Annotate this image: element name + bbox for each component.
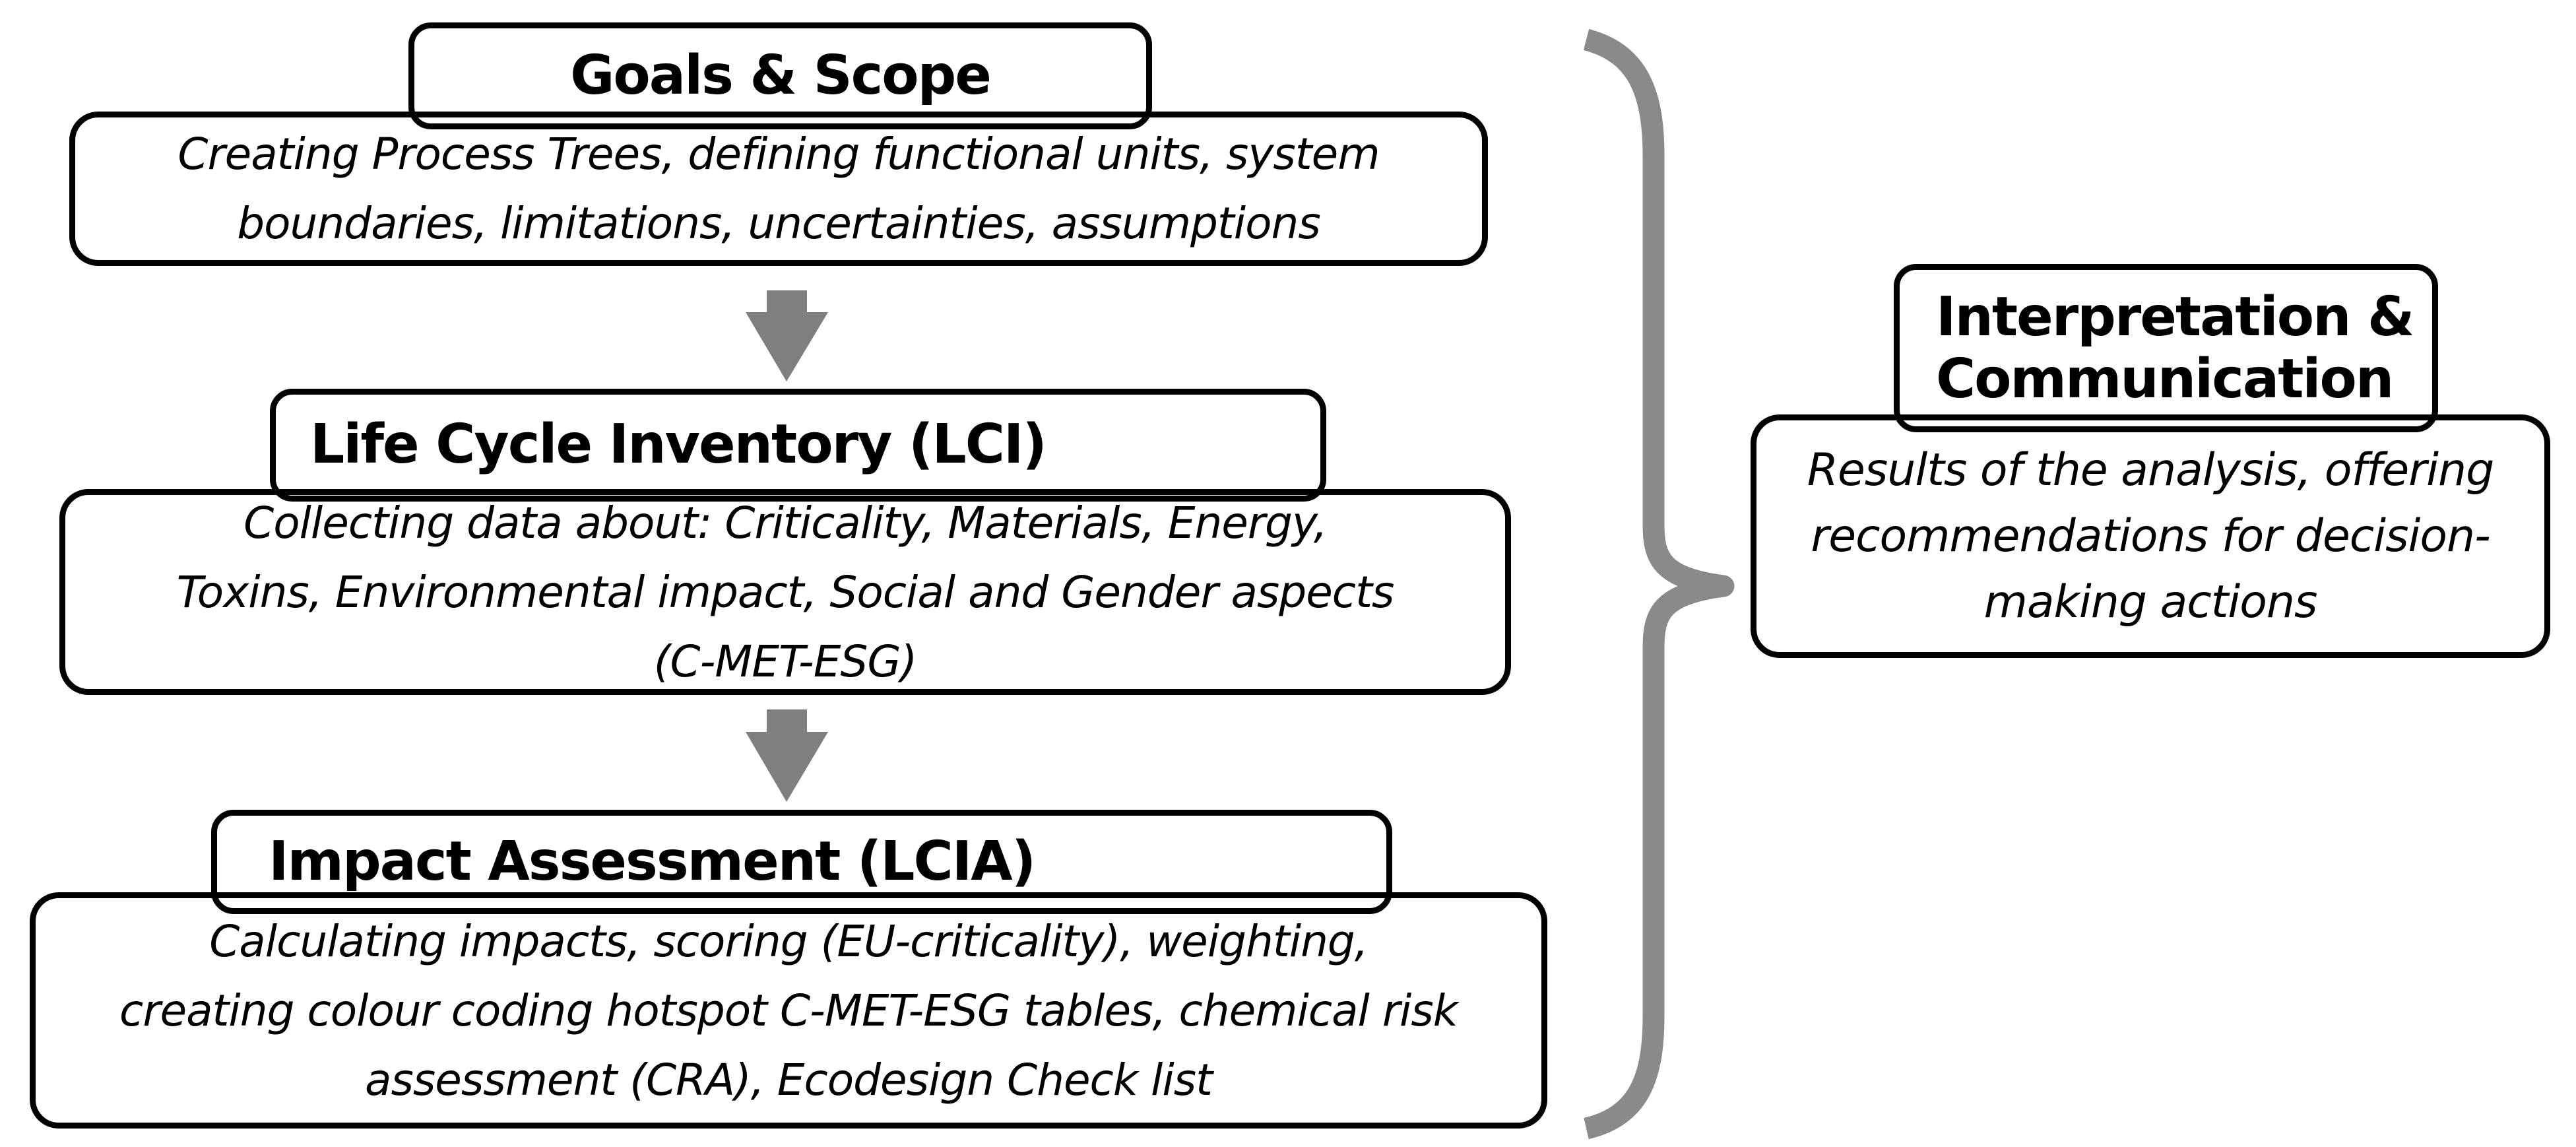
interpretation-communication-title-box: Interpretation & Communication [1894, 264, 2438, 432]
goals-scope-title: Goals & Scope [570, 44, 992, 107]
down-arrow-icon [746, 709, 828, 802]
impact-assessment-title: Impact Assessment (LCIA) [269, 830, 1036, 893]
description-line: making actions [1983, 575, 2318, 628]
description-line: boundaries, limitations, uncertainties, … [237, 198, 1320, 249]
description-line: Results of the analysis, offering [1807, 443, 2495, 496]
curly-brace-icon [1583, 29, 1735, 1140]
life-cycle-inventory-title: Life Cycle Inventory (LCI) [310, 413, 1047, 476]
goals-scope-title-box: Goals & Scope [408, 22, 1152, 129]
description-line: recommendations for decision- [1811, 509, 2490, 562]
life-cycle-inventory-title-box: Life Cycle Inventory (LCI) [270, 389, 1326, 502]
description-line: Calculating impacts, scoring (EU-critica… [209, 915, 1368, 967]
down-arrow-icon [746, 290, 828, 381]
description-line: assessment (CRA), Ecodesign Check list [365, 1054, 1213, 1105]
description-line: Creating Process Trees, defining functio… [177, 129, 1380, 180]
interpretation-communication-title-line: Communication [1936, 347, 2394, 410]
description-line: Collecting data about: Criticality, Mate… [243, 497, 1328, 548]
description-line: Toxins, Environmental impact, Social and… [176, 566, 1395, 618]
description-line: creating colour coding hotspot C-MET-ESG… [119, 985, 1458, 1036]
interpretation-communication-title-line: Interpretation & [1936, 285, 2414, 348]
description-line: (C-MET-ESG) [653, 636, 918, 687]
impact-assessment-title-box: Impact Assessment (LCIA) [211, 810, 1392, 914]
impact-assessment-description-box: Calculating impacts, scoring (EU-critica… [30, 892, 1547, 1129]
life-cycle-inventory-description-box: Collecting data about: Criticality, Mate… [59, 489, 1511, 695]
goals-scope-description-box: Creating Process Trees, defining functio… [69, 112, 1488, 266]
interpretation-communication-description-box: Results of the analysis, offering recomm… [1751, 414, 2550, 658]
